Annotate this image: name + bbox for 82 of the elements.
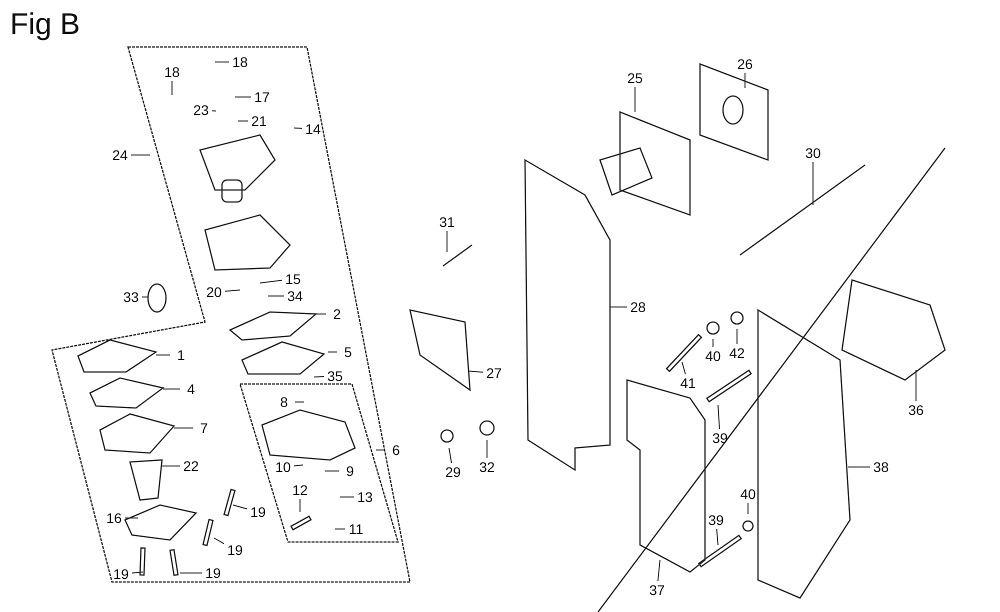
leader-line [130, 154, 150, 156]
callout-number: 33 [121, 289, 141, 305]
callout-number: 26 [735, 56, 755, 72]
leader-line [232, 504, 248, 510]
leader-line [294, 128, 302, 129]
leader-line [324, 470, 340, 472]
callout-number: 18 [162, 64, 182, 80]
leader-line [156, 354, 170, 356]
callout-number: 5 [338, 344, 358, 360]
figure-title: Fig B [10, 8, 80, 42]
callout-number: 20 [204, 284, 224, 300]
callout-number: 41 [678, 375, 698, 391]
leader-line [848, 466, 870, 468]
leader-line [162, 388, 180, 390]
callout-number: 13 [355, 489, 375, 505]
leader-line [334, 528, 346, 530]
callout-number: 18 [230, 54, 250, 70]
callout-number: 8 [274, 394, 294, 410]
leader-line [812, 162, 814, 206]
callout-number: 40 [738, 486, 758, 502]
callout-number: 6 [386, 442, 406, 458]
callout-number: 34 [285, 288, 305, 304]
callout-number: 19 [248, 504, 268, 520]
callout-number: 9 [340, 463, 360, 479]
callout-number: 7 [194, 420, 214, 436]
callout-number: 23 [191, 102, 211, 118]
callout-number: 42 [727, 345, 747, 361]
leader-line [340, 496, 354, 498]
callout-number: 16 [104, 510, 124, 526]
leader-line [142, 296, 148, 298]
callout-number: 12 [290, 482, 310, 498]
callout-number: 19 [111, 566, 131, 582]
callout-number: 35 [325, 368, 345, 384]
callout-number: 37 [647, 582, 667, 598]
leader-line [486, 440, 488, 458]
callout-number: 27 [484, 365, 504, 381]
callout-number: 15 [283, 271, 303, 287]
leader-line [634, 86, 636, 112]
leader-line [132, 572, 144, 574]
callout-number: 22 [181, 458, 201, 474]
leader-line [448, 448, 452, 464]
callout-number: 1 [171, 347, 191, 363]
callout-number: 14 [303, 121, 323, 137]
callout-number: 10 [273, 459, 293, 475]
callout-number: 11 [346, 521, 366, 537]
callout-number: 4 [181, 381, 201, 397]
leader-line [180, 572, 202, 574]
callout-number: 21 [249, 113, 269, 129]
callout-number: 39 [710, 430, 730, 446]
leader-line [224, 290, 240, 292]
callout-number: 19 [203, 565, 223, 581]
callout-number: 38 [871, 459, 891, 475]
leader-line [718, 404, 720, 430]
leader-line [260, 280, 282, 284]
leader-line [314, 376, 324, 378]
leader-line [468, 370, 484, 373]
callout-number: 29 [443, 464, 463, 480]
leader-line [610, 306, 628, 308]
leader-line [446, 230, 448, 252]
leader-line [716, 528, 718, 546]
leader-line [736, 328, 738, 344]
callout-number: 31 [437, 214, 457, 230]
callout-number: 28 [628, 299, 648, 315]
leader-line [744, 72, 746, 88]
leader-line [214, 538, 224, 544]
callout-number: 24 [110, 147, 130, 163]
callout-number: 39 [706, 512, 726, 528]
leader-line [712, 338, 714, 348]
leader-line [234, 96, 252, 98]
callout-number: 30 [803, 145, 823, 161]
callout-number: 36 [906, 402, 926, 418]
leader-line [657, 560, 660, 582]
leader-line [238, 120, 248, 122]
callout-number: 25 [625, 70, 645, 86]
leader-line [682, 362, 686, 374]
callout-number: 2 [327, 306, 347, 322]
leader-line [212, 110, 216, 112]
leader-line [294, 464, 304, 466]
callout-number: 40 [703, 348, 723, 364]
callout-number: 19 [225, 542, 245, 558]
callout-number: 32 [477, 459, 497, 475]
callout-number: 17 [252, 89, 272, 105]
